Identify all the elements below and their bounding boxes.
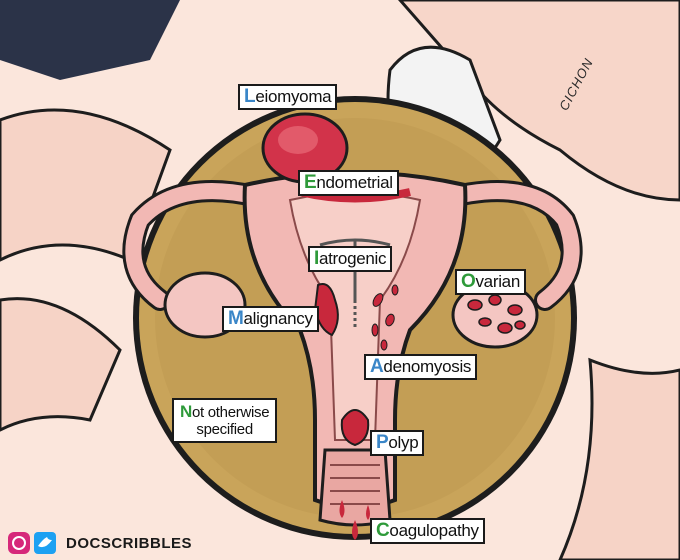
label-leiomyoma: Leiomyoma <box>238 84 338 110</box>
label-polyp: Polyp <box>370 430 425 456</box>
author-handle: DOCSCRIBBLES <box>66 534 193 552</box>
label-text: alignancy <box>243 309 313 328</box>
right-hand-lower <box>558 357 680 560</box>
label-endometrial: Endometrial <box>298 170 399 196</box>
label-initial: I <box>314 248 319 269</box>
label-initial: O <box>461 271 476 292</box>
label-text: varian <box>475 272 520 291</box>
label-text: olyp <box>388 433 419 452</box>
ovarian-cysts <box>467 294 526 334</box>
label-iatrogenic: Iatrogenic <box>308 246 393 272</box>
label-not-otherwise-specified: Not otherwise specified <box>172 398 278 443</box>
label-initial: E <box>304 172 317 193</box>
label-initial: P <box>376 432 389 453</box>
label-text: ndometrial <box>316 173 393 192</box>
footer-credit: DOCSCRIBBLES <box>6 530 192 556</box>
label-initial: M <box>228 308 244 329</box>
malignancy-mass <box>313 283 339 337</box>
label-initial: N <box>180 402 192 421</box>
pinching-finger <box>398 0 680 202</box>
label-adenomyosis: Adenomyosis <box>364 354 478 380</box>
left-tube <box>125 183 278 308</box>
polyp-growth <box>340 409 370 447</box>
label-line-2: specified <box>196 421 253 438</box>
left-fingers <box>0 297 122 432</box>
label-ovarian: Ovarian <box>455 269 526 295</box>
dark-sleeve <box>0 0 180 80</box>
twitter-icon-bird <box>38 537 52 548</box>
instagram-icon-lens <box>12 536 26 550</box>
label-coagulopathy: Coagulopathy <box>370 518 485 544</box>
label-text: ot otherwise <box>191 404 270 421</box>
label-initial: L <box>244 86 256 107</box>
label-text: oagulopathy <box>389 521 479 540</box>
label-initial: C <box>376 520 390 541</box>
blood-drops <box>339 500 370 540</box>
label-text: denomyosis <box>383 357 472 376</box>
instagram-icon <box>8 532 30 554</box>
label-text: eiomyoma <box>255 87 332 106</box>
fibroid-highlight <box>278 126 318 154</box>
adenomyosis-spots <box>371 284 399 351</box>
vaginal-rugae <box>330 464 380 505</box>
cervix <box>318 448 392 527</box>
label-line-1: Not otherwise <box>180 402 270 421</box>
label-initial: A <box>370 356 384 377</box>
right-tube <box>432 183 580 308</box>
label-text: atrogenic <box>318 249 387 268</box>
label-malignancy: Malignancy <box>222 306 319 332</box>
